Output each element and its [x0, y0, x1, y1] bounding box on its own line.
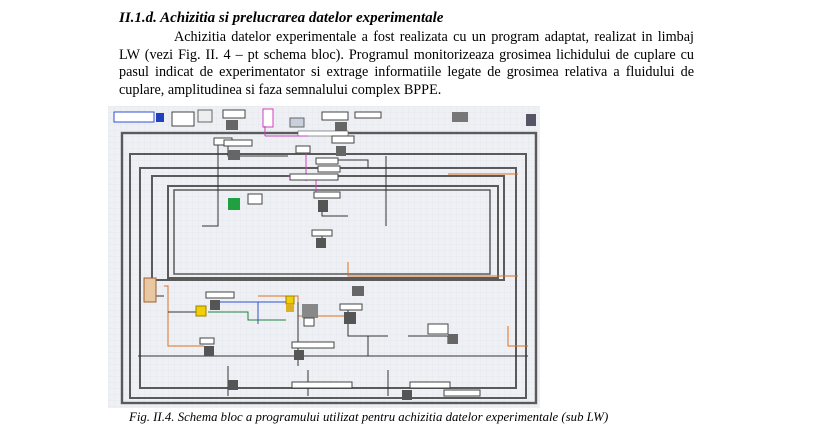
node-y: [344, 312, 356, 324]
section-heading: II.1.d. Achizitia si prelucrarea datelor…: [119, 10, 444, 26]
node-d: [295, 145, 311, 154]
top-node-10: [335, 122, 347, 132]
node-z: [352, 286, 364, 296]
paragraph-text: Achizitia datelor experimentale a fost r…: [119, 29, 694, 98]
diagram-grid: [108, 106, 540, 408]
top-node-1: [113, 111, 155, 123]
inner-frame: [167, 185, 499, 279]
top-node-8: [289, 117, 305, 128]
top-node-11: [354, 111, 382, 119]
top-node-13: [526, 114, 536, 126]
block-diagram-figure: [108, 106, 540, 408]
node-w: [303, 317, 315, 327]
node-ab: [204, 346, 214, 356]
inner-nodes: [143, 135, 481, 400]
top-node-2: [156, 113, 164, 122]
wire-black-2: [338, 156, 387, 226]
top-node-4: [197, 109, 213, 123]
top-node-5: [222, 109, 246, 119]
wire-orange-5: [507, 326, 528, 347]
node-ad: [294, 350, 304, 360]
node-x: [339, 303, 363, 311]
top-node-12: [452, 112, 468, 122]
node-ag: [291, 381, 353, 389]
node-s: [195, 305, 207, 317]
node-c: [336, 146, 346, 156]
top-node-3: [171, 111, 195, 127]
node-t: [285, 295, 295, 305]
node-p: [205, 291, 235, 299]
node-e: [223, 139, 253, 147]
node-b: [331, 135, 355, 144]
node-ah: [409, 381, 451, 389]
wire-green-1: [208, 311, 286, 321]
node-aj: [228, 380, 238, 390]
node-g: [315, 157, 339, 165]
section-paragraph: Achizitia datelor experimentale a fost r…: [119, 29, 694, 99]
node-u: [286, 304, 294, 312]
wire-orange-4: [164, 285, 204, 347]
top-node-9: [321, 111, 349, 121]
node-r: [143, 277, 157, 303]
node-k: [247, 193, 263, 205]
node-ae: [427, 323, 449, 335]
node-h: [317, 165, 341, 173]
node-v: [302, 304, 318, 318]
top-node-6: [226, 120, 238, 130]
node-aa: [199, 337, 215, 345]
node-q: [210, 300, 220, 310]
node-ai: [443, 389, 481, 397]
figure-caption: Fig. II.4. Schema bloc a programului uti…: [129, 410, 609, 424]
node-i: [289, 173, 339, 181]
node-l: [313, 191, 341, 199]
top-label-bar: [297, 130, 349, 137]
node-m: [318, 200, 328, 212]
top-node-7: [262, 108, 274, 128]
node-j: [228, 198, 240, 210]
node-ac: [291, 341, 335, 349]
wire-orange-1: [347, 262, 518, 277]
node-ak: [402, 390, 412, 400]
node-n: [311, 229, 333, 237]
inner-frame-2: [173, 189, 491, 275]
node-f: [228, 150, 240, 160]
node-af: [448, 334, 458, 344]
node-o: [316, 238, 326, 248]
top-controls: [113, 108, 536, 132]
loop-frame-1: [129, 153, 527, 399]
